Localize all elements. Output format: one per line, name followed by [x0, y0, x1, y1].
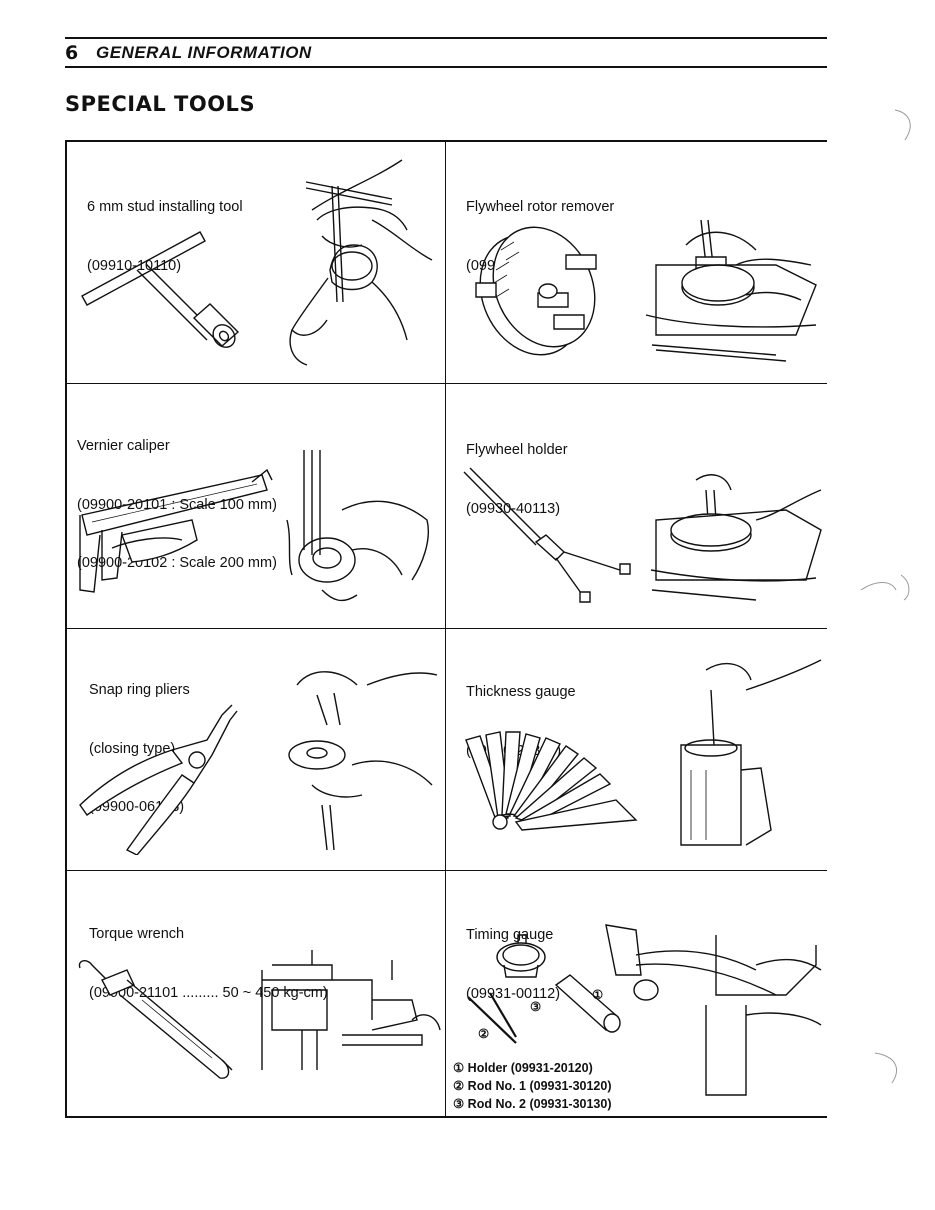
header-section-title: GENERAL INFORMATION: [96, 43, 312, 62]
special-tools-grid: [65, 140, 827, 1118]
header-top-rule: [65, 37, 827, 39]
timing-gauge-illustration: [456, 915, 826, 1115]
margin-mark: [890, 105, 920, 150]
part-holder: ① Holder (09931-20120): [453, 1061, 593, 1075]
tool-name: Timing gauge: [466, 927, 554, 943]
callout-rod-1: ②: [478, 1027, 490, 1041]
part-rod-2: ③ Rod No. 2 (09931-30130): [453, 1097, 612, 1111]
tool-part-number: (09930-40113): [466, 500, 561, 517]
callout-holder: ①: [592, 988, 604, 1002]
timing-gauge-parts-list: ① Holder (09931-20120) ② Rod No. 1 (0993…: [453, 1059, 612, 1113]
tool-part-number: (09900-20101 : Scale 100 mm): [77, 496, 277, 513]
grid-row-divider-2: [65, 628, 827, 630]
header-bottom-rule: [65, 66, 827, 68]
tool-name: Vernier caliper: [77, 438, 170, 454]
callout-rod-2: ③: [530, 1000, 542, 1014]
tool-label-stud-installing: 6 mm stud installing tool (09910-10110): [87, 159, 243, 296]
margin-mark: [870, 1048, 910, 1093]
torque-wrench-illustration: [72, 940, 442, 1110]
tool-name: Torque wrench: [89, 926, 185, 942]
part-rod-1: ② Rod No. 1 (09931-30120): [453, 1079, 612, 1093]
tool-label-torque-wrench: Torque wrench (09900-21101 ......... 50 …: [89, 886, 328, 1023]
tool-name: Snap ring pliers: [89, 682, 190, 698]
grid-row-divider-3: [65, 870, 827, 872]
flywheel-rotor-remover-illustration: [456, 205, 826, 380]
tool-part-number: (09931-00112): [466, 985, 561, 1002]
page-number: 6: [65, 42, 79, 64]
tool-part-number: (09910-10110): [87, 257, 182, 274]
tool-label-vernier-caliper: Vernier caliper (09900-20101 : Scale 100…: [77, 398, 277, 593]
snap-ring-pliers-illustration: [72, 645, 442, 855]
grid-row-divider-1: [65, 383, 827, 385]
flywheel-holder-illustration: [456, 460, 826, 620]
tool-name: Flywheel holder: [466, 442, 568, 458]
margin-mark: [856, 570, 916, 610]
stud-installing-tool-illustration: [72, 150, 442, 382]
tool-part-number: (09900-21101 ......... 50 ~ 450 kg-cm): [89, 984, 328, 1001]
tool-label-flywheel-holder: Flywheel holder (09930-40113): [466, 402, 568, 539]
tool-name: 6 mm stud installing tool: [87, 199, 243, 215]
tool-name: Flywheel rotor remover: [466, 199, 615, 215]
vernier-caliper-illustration: [72, 440, 442, 630]
tool-name: Thickness gauge: [466, 684, 576, 700]
thickness-gauge-illustration: [456, 650, 826, 860]
page-title: SPECIAL TOOLS: [65, 92, 256, 116]
tool-label-timing-gauge: Timing gauge (09931-00112): [466, 887, 560, 1024]
